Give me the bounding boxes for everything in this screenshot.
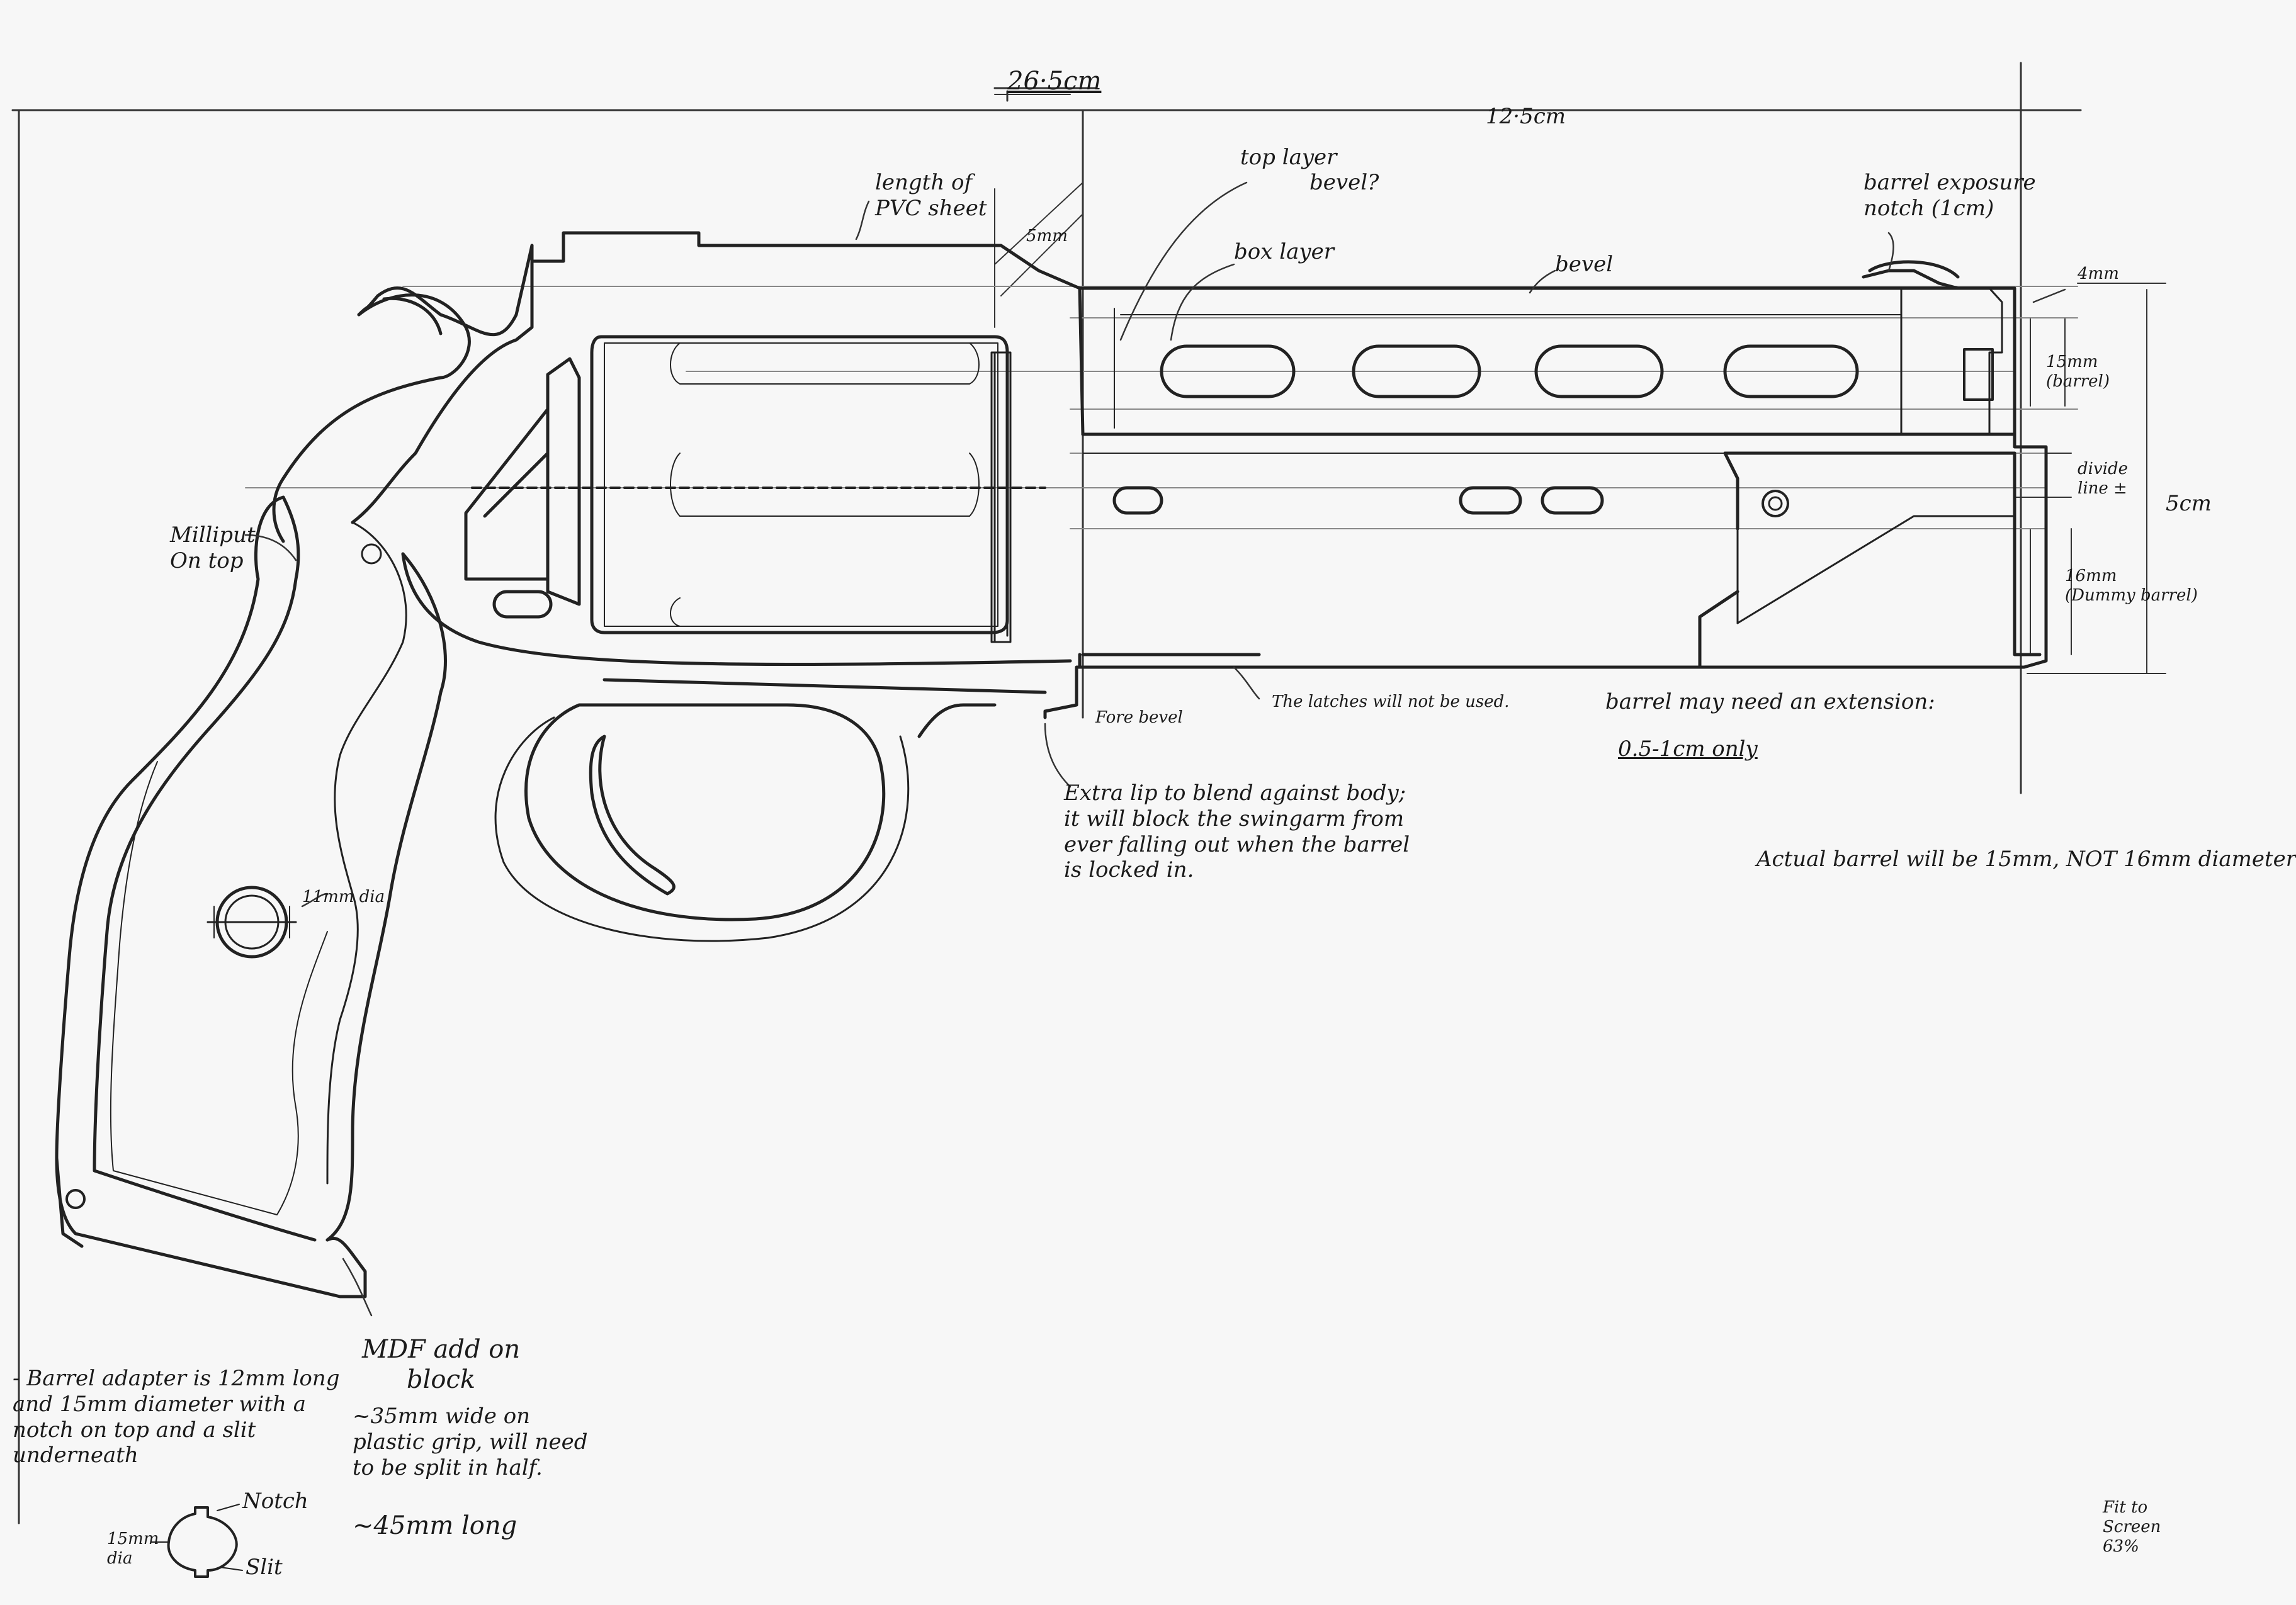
extension-note: barrel may need an extension:	[1605, 689, 1935, 714]
cylinder	[471, 335, 1046, 643]
revolver-drawing	[11, 62, 2166, 1578]
barrel-slots	[1112, 344, 1859, 515]
top-layer-note: top layer	[1240, 145, 1337, 170]
slit-label: Slit	[246, 1555, 283, 1580]
overall-length-dimension: 26·5cm	[1007, 67, 1102, 96]
barrel-adapter-note: - Barrel adapter is 12mm long and 15mm d…	[13, 1366, 340, 1468]
barrel-upper	[1081, 260, 2016, 454]
box-layer-note: box layer	[1234, 239, 1334, 264]
frame-outline	[272, 231, 2048, 719]
blueprint-sheet: 26·5cm 12·5cm 4mm 15mm (barrel) 16mm (Du…	[11, 62, 2296, 1580]
adapter-diameter-label: 15mm dia	[107, 1529, 159, 1568]
construction-lines	[11, 62, 2166, 1524]
pvc-sheet-note: length of PVC sheet	[875, 170, 987, 221]
guide-lines	[245, 286, 2078, 529]
lower-height-dimension: 16mm (Dummy barrel)	[2065, 566, 2198, 605]
bevel-question-note: bevel?	[1309, 170, 1379, 195]
latches-note: The latches will not be used.	[1272, 692, 1510, 711]
small-gap-dimension: 5mm	[1026, 227, 1068, 245]
barrel-section-dimension: 12·5cm	[1486, 104, 1566, 129]
extension-range-note: 0.5-1cm only	[1618, 736, 1758, 762]
barrel-exposure-note: barrel exposure notch (1cm)	[1863, 170, 2036, 221]
grip-outline	[55, 495, 447, 1298]
total-height-dimension: 5cm	[2166, 491, 2212, 516]
mdf-length-note: ~45mm long	[353, 1511, 517, 1540]
mdf-width-note: ~35mm wide on plastic grip, will need to…	[353, 1404, 588, 1480]
barrel-lower	[1698, 451, 2042, 669]
notch-label: Notch	[242, 1489, 308, 1514]
top-offset-dimension: 4mm	[2078, 264, 2119, 283]
fit-to-screen-note: Fit to Screen 63%	[2103, 1498, 2161, 1557]
crane	[464, 357, 581, 619]
mdf-block-title: MDF add on block	[362, 1335, 521, 1394]
bevel-note: bevel	[1555, 252, 1614, 277]
leader-lines	[244, 181, 2066, 1317]
trigger-guard	[494, 703, 997, 942]
barrel-adapter-sketch	[150, 1504, 243, 1578]
extra-lip-note: Extra lip to blend against body; it will…	[1064, 780, 1410, 883]
fore-bevel-note: Fore bevel	[1095, 708, 1183, 727]
divide-line-label: divide line ±	[2078, 459, 2128, 498]
coin-diameter-note: 11mm dia	[302, 887, 385, 906]
barrel-height-dimension: 15mm (barrel)	[2046, 352, 2110, 391]
milliput-note: Milliput On top	[170, 522, 256, 573]
actual-barrel-note: Actual barrel will be 15mm, NOT 16mm dia…	[1756, 847, 2296, 872]
